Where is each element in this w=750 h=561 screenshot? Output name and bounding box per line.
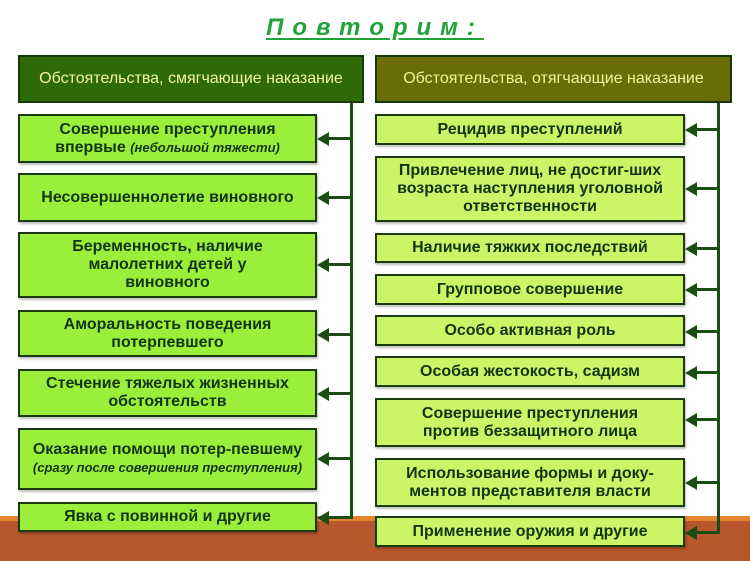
arrow-left-icon bbox=[685, 283, 697, 297]
mitigating-connector-line bbox=[350, 103, 353, 518]
arrow-left-icon bbox=[317, 328, 329, 342]
mitigating-item: Совершение преступления впервые (небольш… bbox=[18, 114, 317, 163]
connector-branch bbox=[696, 418, 718, 421]
mitigating-item: Беременность, наличие малолетних детей у… bbox=[18, 232, 317, 298]
connector-branch bbox=[328, 196, 351, 199]
connector-branch bbox=[696, 330, 718, 333]
aggravating-header: Обстоятельства, отягчающие наказание bbox=[375, 55, 732, 103]
mitigating-item: Аморальность поведения потерпевшего bbox=[18, 310, 317, 357]
page-title: Повторим: bbox=[266, 14, 484, 41]
mitigating-item: Оказание помощи потер-певшему (сразу пос… bbox=[18, 428, 317, 490]
arrow-left-icon bbox=[317, 191, 329, 205]
item-text: Особо активная роль bbox=[444, 321, 616, 339]
aggravating-item: Особо активная роль bbox=[375, 315, 685, 346]
mitigating-item: Стечение тяжелых жизненных обстоятельств bbox=[18, 369, 317, 417]
connector-branch bbox=[328, 263, 351, 266]
connector-branch bbox=[328, 392, 351, 395]
mitigating-header: Обстоятельства, смягчающие наказание bbox=[18, 55, 364, 103]
arrow-left-icon bbox=[685, 476, 697, 490]
item-text: Совершение преступления против беззащитн… bbox=[421, 404, 639, 440]
item-text: Использование формы и доку-ментов предст… bbox=[406, 464, 654, 500]
connector-branch bbox=[696, 247, 718, 250]
item-text: Особая жестокость, садизм bbox=[420, 362, 640, 380]
aggravating-item: Групповое совершение bbox=[375, 274, 685, 305]
mitigating-item: Явка с повинной и другие bbox=[18, 502, 317, 532]
arrow-left-icon bbox=[685, 123, 697, 137]
arrow-left-icon bbox=[685, 325, 697, 339]
arrow-left-icon bbox=[317, 511, 329, 525]
aggravating-header-label: Обстоятельства, отягчающие наказание bbox=[403, 70, 704, 87]
item-text: Явка с повинной и другие bbox=[64, 508, 271, 525]
item-note: (сразу после совершения преступления) bbox=[32, 460, 303, 475]
connector-branch bbox=[696, 187, 718, 190]
item-text: Стечение тяжелых жизненных обстоятельств bbox=[46, 375, 289, 410]
mitigating-header-label: Обстоятельства, смягчающие наказание bbox=[39, 70, 343, 87]
connector-branch bbox=[696, 481, 718, 484]
connector-branch bbox=[696, 288, 718, 291]
item-text: Несовершеннолетие виновного bbox=[41, 188, 294, 206]
arrow-left-icon bbox=[685, 242, 697, 256]
arrow-left-icon bbox=[685, 182, 697, 196]
aggravating-item: Совершение преступления против беззащитн… bbox=[375, 398, 685, 447]
arrow-left-icon bbox=[685, 526, 697, 540]
connector-branch bbox=[328, 457, 351, 460]
connector-branch bbox=[328, 333, 351, 336]
aggravating-item: Применение оружия и другие bbox=[375, 516, 685, 547]
connector-branch bbox=[696, 371, 718, 374]
connector-branch bbox=[328, 516, 353, 519]
arrow-left-icon bbox=[685, 413, 697, 427]
item-text: Наличие тяжких последствий bbox=[412, 239, 648, 256]
connector-branch bbox=[696, 128, 718, 131]
item-text: Аморальность поведения потерпевшего bbox=[63, 315, 272, 351]
arrow-left-icon bbox=[317, 258, 329, 272]
arrow-left-icon bbox=[317, 452, 329, 466]
arrow-left-icon bbox=[317, 132, 329, 146]
aggravating-connector-line bbox=[717, 103, 720, 533]
arrow-left-icon bbox=[317, 387, 329, 401]
connector-branch bbox=[696, 531, 720, 534]
aggravating-item: Привлечение лиц, не достиг-ших возраста … bbox=[375, 156, 685, 222]
item-note: (небольшой тяжести) bbox=[130, 139, 280, 155]
aggravating-item: Наличие тяжких последствий bbox=[375, 233, 685, 263]
item-text: Групповое совершение bbox=[436, 280, 624, 298]
aggravating-item: Использование формы и доку-ментов предст… bbox=[375, 458, 685, 507]
item-text: Совершение преступления впервые bbox=[55, 120, 276, 156]
item-text: Рецидив преступлений bbox=[437, 120, 623, 138]
aggravating-item: Рецидив преступлений bbox=[375, 114, 685, 145]
arrow-left-icon bbox=[685, 366, 697, 380]
mitigating-item: Несовершеннолетие виновного bbox=[18, 173, 317, 222]
item-text: Применение оружия и другие bbox=[412, 522, 648, 540]
item-text: Оказание помощи потер-певшему bbox=[32, 441, 303, 458]
item-text: Привлечение лиц, не достиг-ших возраста … bbox=[397, 162, 663, 215]
item-text: Беременность, наличие малолетних детей у… bbox=[72, 238, 263, 291]
aggravating-item: Особая жестокость, садизм bbox=[375, 356, 685, 387]
connector-branch bbox=[328, 137, 351, 140]
